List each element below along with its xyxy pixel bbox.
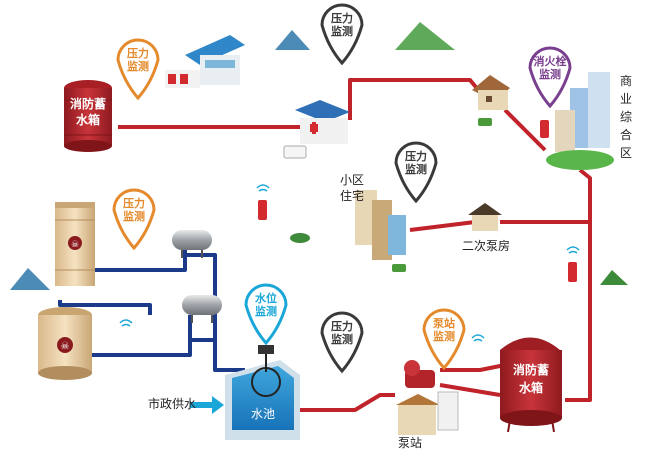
pin-label: 压力 [331, 319, 353, 333]
svg-text:☠: ☠ [71, 240, 79, 250]
gray-pressure-tank-1 [172, 230, 212, 258]
mountain-decoration [10, 22, 628, 290]
hazard-icon [68, 236, 82, 250]
commercial-label-char: 合 [620, 127, 632, 142]
pin-label: 压力 [331, 11, 353, 25]
pool-label: 水池 [251, 407, 275, 421]
pin-label: 压力 [123, 196, 145, 210]
residential-towers [355, 190, 406, 272]
fire-hydrant-icon [258, 120, 577, 282]
fire-water-tank-bottom-right: 消防蓄 水箱 [500, 337, 562, 433]
red-pipe-network [118, 78, 592, 412]
booster-pump-house [468, 203, 502, 231]
village-houses [472, 75, 510, 126]
pin-label: 监测 [405, 162, 427, 176]
pin-label: 水位 [255, 291, 277, 305]
pin-label: 压力 [127, 46, 149, 60]
wireless-signal-icon [119, 184, 580, 342]
fire-water-tank-top-left: 消防蓄 水箱 [64, 80, 112, 152]
municipal-supply-arrow [190, 396, 224, 414]
tank-label-line2: 水箱 [519, 380, 543, 395]
hazard-icon [57, 337, 73, 353]
pin-label: 压力 [405, 149, 427, 163]
booster-room-label: 二次泵房 [462, 238, 510, 253]
fire-station-building [165, 35, 245, 88]
pin-label: 监测 [433, 329, 455, 343]
municipal-supply-label: 市政供水 [148, 396, 196, 411]
commercial-label-char: 综 [620, 110, 632, 124]
commercial-label-char: 商 [620, 73, 632, 88]
pin-label: 监测 [255, 304, 277, 318]
pin-label: 监测 [127, 59, 149, 73]
svg-text:☠: ☠ [61, 341, 70, 352]
water-pool: 水池 [225, 345, 300, 440]
commercial-label-char: 区 [620, 146, 632, 160]
tank-label-line1: 消防蓄 [513, 362, 549, 377]
pin-label: 消火栓 [534, 54, 567, 68]
pin-label: 监测 [539, 67, 561, 81]
tank-label-line1: 消防蓄 [70, 96, 106, 111]
residential-label-line1: 小区 [340, 173, 364, 187]
pin-label: 泵站 [433, 316, 455, 330]
commercial-label-char: 业 [620, 92, 632, 106]
blue-pipe-network [58, 245, 245, 372]
storage-tank-left-tall: ☠ [55, 202, 95, 286]
pump-station-building [396, 391, 459, 435]
tank-label-line2: 水箱 [76, 112, 100, 127]
pin-label: 监测 [331, 332, 353, 346]
storage-tank-left-round: ☠ [38, 307, 92, 380]
gray-pressure-tank-2 [182, 295, 222, 323]
pump-unit [404, 360, 435, 388]
hospital-building [283, 100, 350, 159]
pin-label: 监测 [123, 209, 145, 223]
commercial-towers [546, 72, 614, 170]
pin-label: 监测 [331, 24, 353, 38]
pump-station-label: 泵站 [398, 436, 422, 450]
residential-label-line2: 住宅 [340, 188, 364, 203]
